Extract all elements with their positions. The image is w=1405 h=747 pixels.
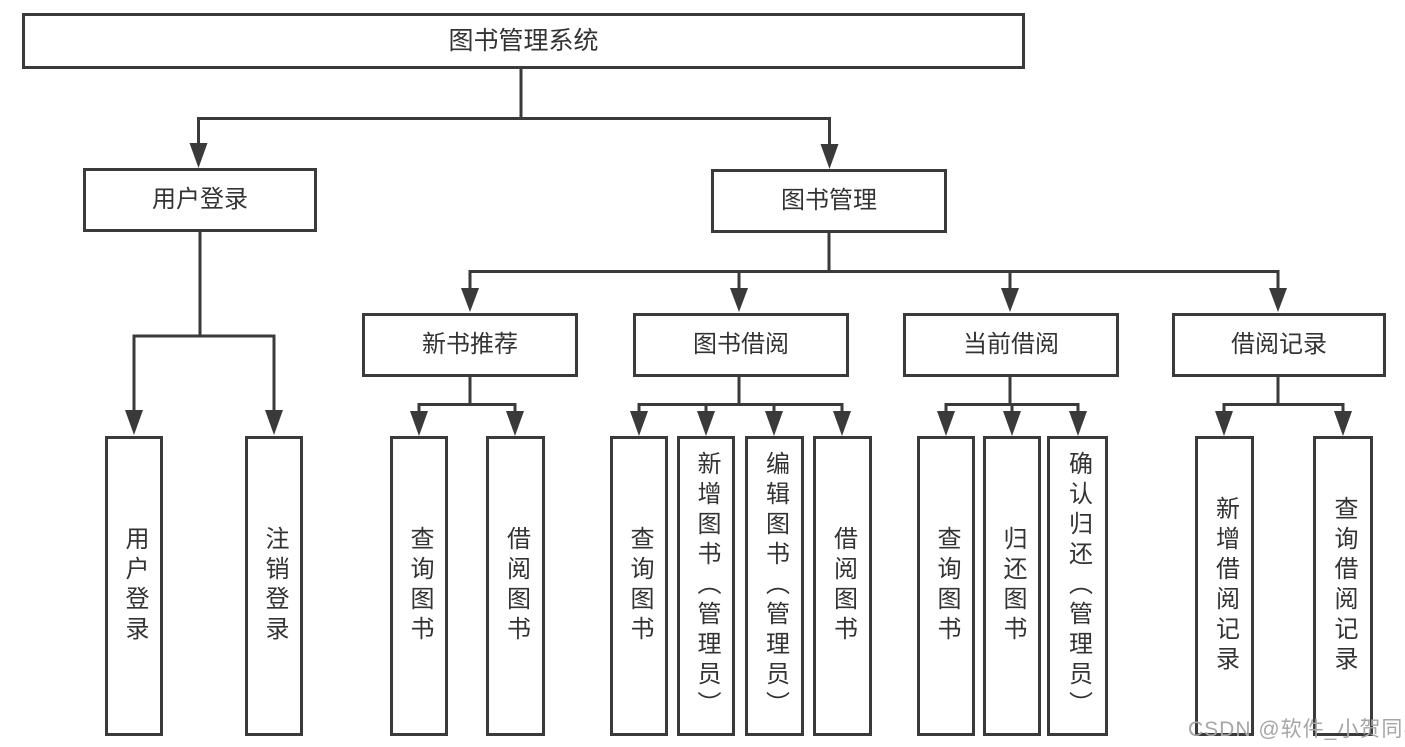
node-label: 图书管理系统 xyxy=(448,26,599,55)
node-book-management: 图书管理 xyxy=(711,169,947,233)
node-book-borrow: 图书借阅 xyxy=(633,313,849,377)
node-borrow-records: 借阅记录 xyxy=(1172,313,1386,377)
arrowhead-icon xyxy=(410,411,428,436)
leaf-add-borrow-record: 新增借阅记录 xyxy=(1195,436,1254,736)
leaf-current-query-books: 查询图书 xyxy=(917,436,975,736)
leaf-label: 注销登录 xyxy=(261,526,288,646)
node-new-book-recommend: 新书推荐 xyxy=(362,313,578,377)
leaf-label: 归还图书 xyxy=(999,526,1026,646)
leaf-label: 借阅图书 xyxy=(502,526,530,646)
arrowhead-icon xyxy=(461,288,479,312)
leaf-logout: 注销登录 xyxy=(245,436,303,736)
connector-recommend xyxy=(417,377,517,414)
node-label: 图书管理 xyxy=(781,187,877,214)
arrowhead-icon xyxy=(1069,411,1087,436)
connector-modules xyxy=(468,270,1280,290)
arrowhead-icon xyxy=(937,411,955,436)
connector-level1 xyxy=(197,117,831,145)
node-label: 图书借阅 xyxy=(693,331,789,358)
arrowhead-icon xyxy=(765,411,783,436)
node-label: 新书推荐 xyxy=(422,331,518,358)
leaf-label: 用户登录 xyxy=(121,526,148,646)
leaf-label: 查询借阅记录 xyxy=(1330,496,1357,676)
leaf-label: 确认归还（管理员） xyxy=(1064,451,1092,721)
node-system-root: 图书管理系统 xyxy=(22,13,1025,69)
arrowhead-icon xyxy=(630,411,648,436)
arrowhead-icon xyxy=(1334,411,1352,436)
connector-login-leaves xyxy=(132,334,276,412)
arrowhead-icon xyxy=(1269,288,1287,312)
arrowhead-icon xyxy=(1215,411,1233,436)
arrowhead-icon xyxy=(697,411,715,436)
node-current-borrow: 当前借阅 xyxy=(903,313,1119,377)
leaf-recommend-query-books: 查询图书 xyxy=(390,436,448,736)
leaf-label: 查询图书 xyxy=(406,526,433,646)
connector-current xyxy=(944,377,1080,414)
leaf-recommend-borrow-books: 借阅图书 xyxy=(486,436,545,736)
leaf-label: 新增借阅记录 xyxy=(1211,496,1239,676)
arrowhead-icon xyxy=(189,143,208,168)
leaf-borrow-books: 借阅图书 xyxy=(813,436,872,736)
leaf-label: 新增图书（管理员） xyxy=(693,451,720,721)
connector-records xyxy=(1222,377,1345,414)
leaf-user-login: 用户登录 xyxy=(105,436,163,736)
leaf-label: 查询图书 xyxy=(933,526,960,646)
leaf-add-books-admin: 新增图书（管理员） xyxy=(677,436,735,736)
node-label: 当前借阅 xyxy=(963,331,1059,358)
arrowhead-icon xyxy=(730,288,748,312)
leaf-query-borrow-record: 查询借阅记录 xyxy=(1313,436,1373,736)
leaf-confirm-return-admin: 确认归还（管理员） xyxy=(1047,436,1108,736)
arrowhead-icon xyxy=(1001,288,1019,312)
leaf-label: 编辑图书（管理员） xyxy=(761,451,789,721)
node-label: 用户登录 xyxy=(152,186,248,213)
leaf-edit-books-admin: 编辑图书（管理员） xyxy=(745,436,804,736)
csdn-watermark: CSDN @软件_小贺同学 xyxy=(1188,718,1405,741)
arrowhead-icon xyxy=(1003,411,1021,436)
arrowhead-icon xyxy=(265,410,283,435)
leaf-label: 查询图书 xyxy=(626,526,653,646)
leaf-borrow-query-books: 查询图书 xyxy=(610,436,668,736)
arrowhead-icon xyxy=(506,411,524,436)
arrowhead-icon xyxy=(820,144,839,169)
arrowhead-icon xyxy=(833,411,851,436)
leaf-label: 借阅图书 xyxy=(829,526,857,646)
connector-borrow xyxy=(637,377,844,414)
node-user-login: 用户登录 xyxy=(83,168,317,232)
arrowhead-icon xyxy=(125,410,143,435)
node-label: 借阅记录 xyxy=(1231,331,1327,358)
leaf-return-books: 归还图书 xyxy=(983,436,1041,736)
